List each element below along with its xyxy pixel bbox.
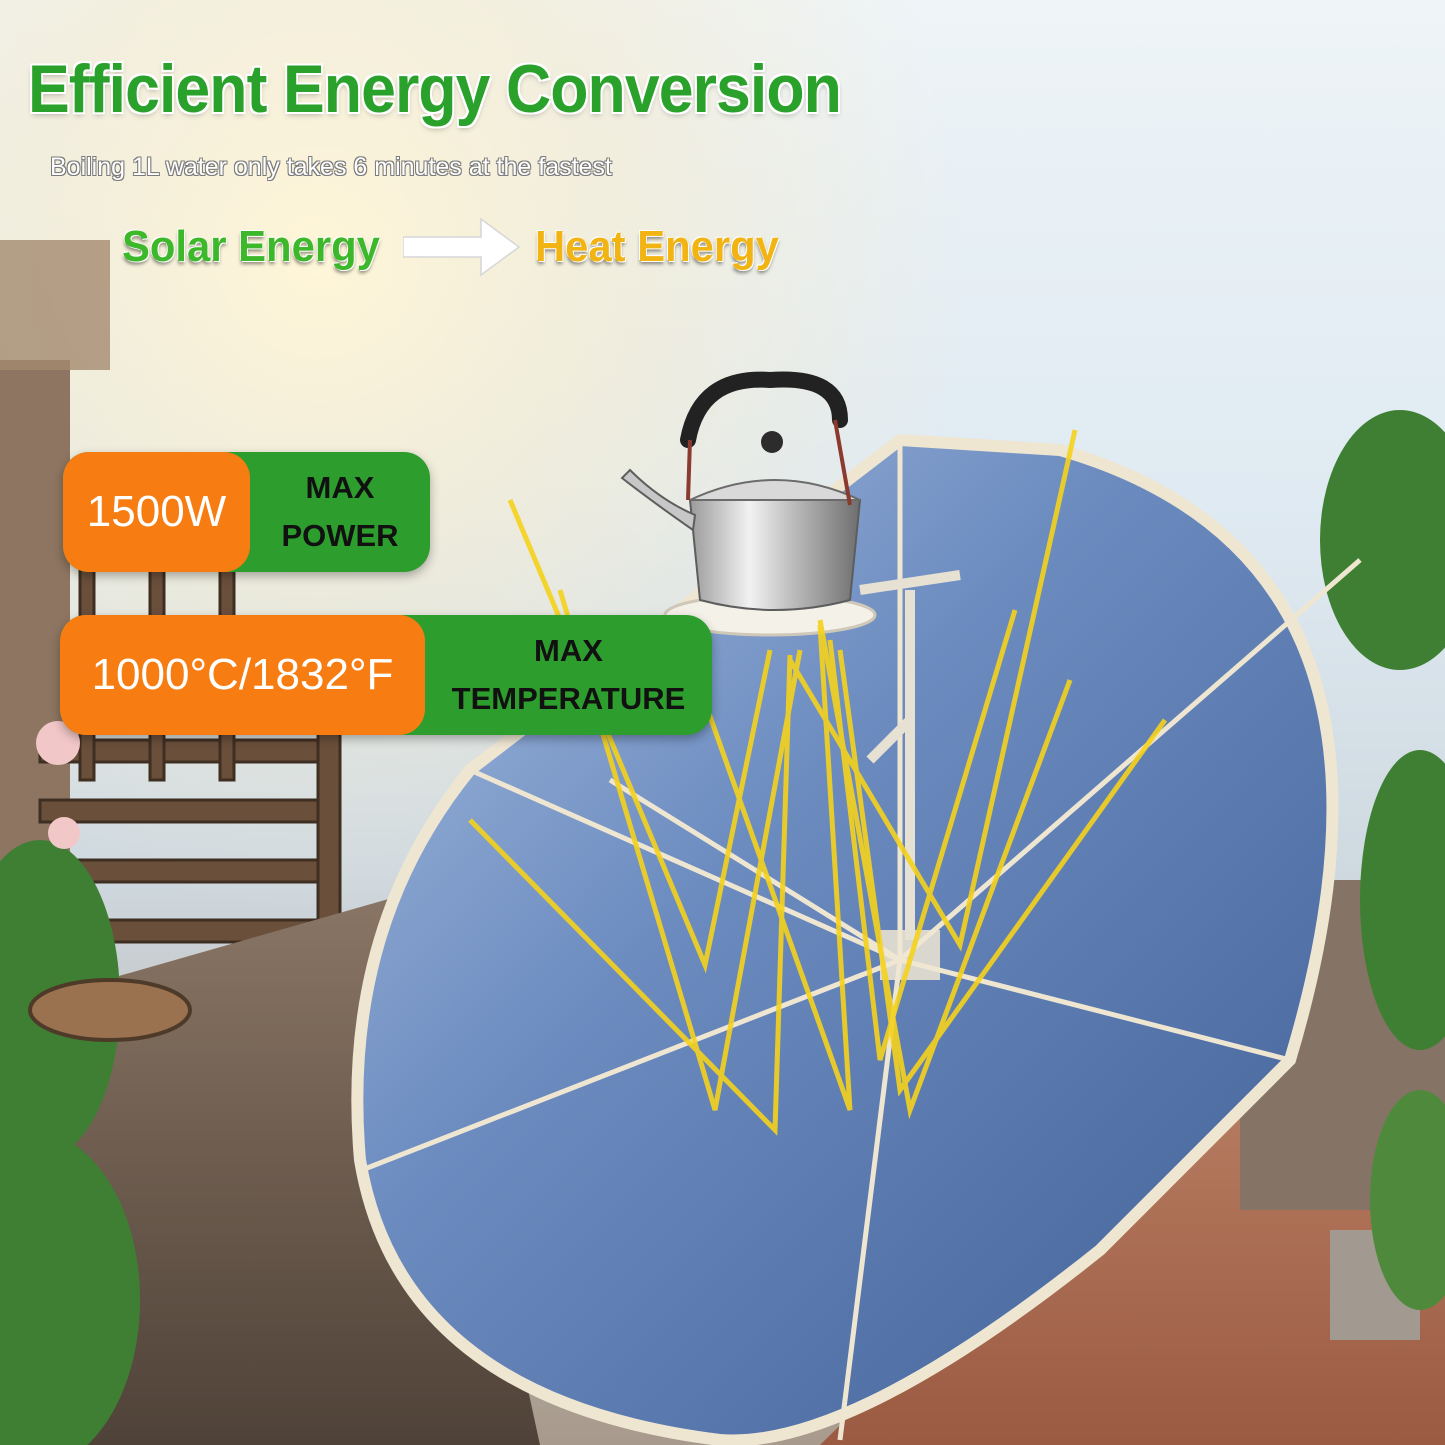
- solar-energy-label: Solar Energy: [122, 222, 380, 271]
- arrow-right-icon: [403, 217, 521, 277]
- max-temperature-value: 1000°C/1832°F: [60, 615, 425, 735]
- max-power-value: 1500W: [63, 452, 250, 572]
- max-temperature-label: MAX TEMPERATURE: [451, 633, 686, 716]
- boil-time-subtitle: Boiling 1L water only takes 6 minutes at…: [50, 153, 612, 181]
- max-power-badge: 1500W MAX POWER: [63, 452, 430, 572]
- page-title: Efficient Energy Conversion: [28, 51, 842, 127]
- energy-conversion-flow: Solar Energy Heat Energy: [122, 212, 792, 282]
- heat-energy-label: Heat Energy: [535, 222, 780, 271]
- max-temperature-badge: 1000°C/1832°F MAX TEMPERATURE: [60, 615, 712, 735]
- patio-table: [28, 978, 192, 1042]
- kettle-stand: [859, 570, 961, 940]
- max-power-label: MAX POWER: [281, 470, 399, 553]
- kettle: [620, 371, 862, 611]
